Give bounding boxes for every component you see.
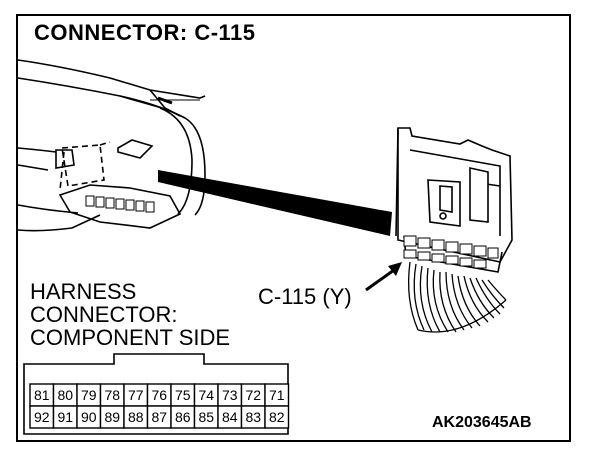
dashboard-sketch [17, 59, 206, 232]
pin-cell [264, 405, 290, 429]
pin-number: 72 [245, 387, 261, 403]
pin-number: 75 [175, 387, 191, 403]
pin-number: 73 [222, 387, 238, 403]
pin-number: 81 [34, 387, 50, 403]
pin-number: 87 [151, 409, 167, 425]
pin-number: 79 [81, 387, 97, 403]
dashboard-switch-bank [85, 195, 155, 213]
pin-number: 92 [34, 409, 50, 425]
pin-grid: 81 80 79 78 77 76 75 74 73 72 71 92 91 90 89 88 87 86 85 84… [29, 383, 290, 429]
harness-label-line-3: COMPONENT SIDE [30, 325, 231, 350]
harness-connector-face [23, 353, 289, 435]
pin-number: 89 [104, 409, 120, 425]
figure-code: AK203645AB [432, 414, 532, 431]
pin-number: 85 [198, 409, 214, 425]
location-dashed-outline [59, 141, 111, 191]
pin-number: 86 [175, 409, 191, 425]
harness-label-line-2: CONNECTOR: [30, 302, 178, 327]
pin-number: 90 [81, 409, 97, 425]
ecu-module [395, 127, 513, 273]
wire-harness-bundle [408, 261, 507, 333]
pin-number: 91 [57, 409, 73, 425]
connector-callout-label: C-115 (Y) [258, 284, 352, 309]
harness-label-line-1: HARNESS [30, 279, 137, 304]
pin-number: 88 [128, 409, 144, 425]
ecu-connector-rows [403, 235, 499, 269]
pin-number: 71 [269, 387, 285, 403]
pin-number: 83 [245, 409, 261, 425]
pin-number: 77 [128, 387, 144, 403]
pin-number: 78 [104, 387, 120, 403]
callout-arrow [365, 262, 402, 292]
pin-number: 80 [57, 387, 73, 403]
projection-beam [158, 170, 392, 236]
harness-connector-label: HARNESS CONNECTOR: COMPONENT SIDE [30, 280, 230, 349]
pin-number: 76 [151, 387, 167, 403]
pin-number: 84 [222, 409, 238, 425]
pin-number: 82 [269, 409, 285, 425]
connector-title: CONNECTOR: C-115 [34, 20, 256, 45]
pin-number: 74 [198, 387, 214, 403]
